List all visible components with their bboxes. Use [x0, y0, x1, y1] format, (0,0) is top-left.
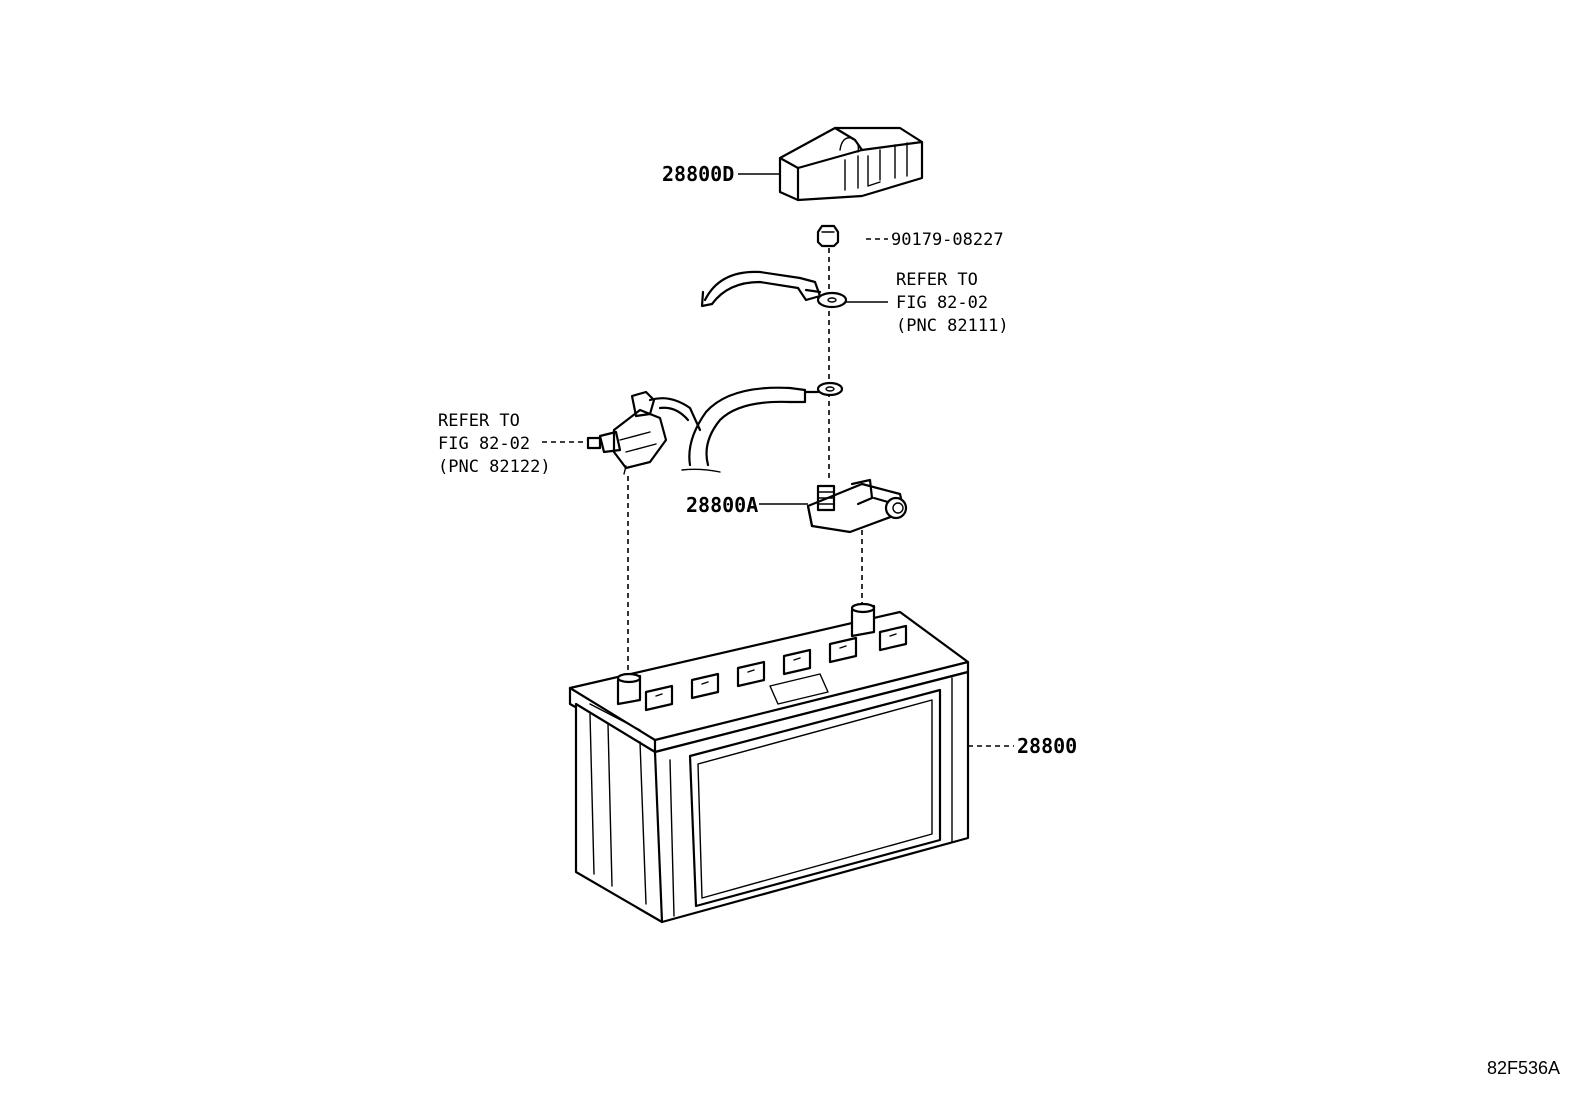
label-nut: 90179-08227: [891, 230, 1004, 250]
terminal-cover: [778, 126, 924, 202]
label-battery: 28800: [1017, 734, 1077, 758]
ref-left-line2: FIG 82-02: [438, 434, 530, 454]
battery: [568, 602, 970, 924]
lower-cable: [648, 381, 844, 473]
label-terminal-clamp: 28800A: [686, 493, 758, 517]
cell-caps: [644, 624, 908, 712]
nut: [816, 224, 840, 248]
ref-left-line3: (PNC 82122): [438, 457, 551, 477]
figure-code: 82F536A: [1487, 1058, 1560, 1078]
upper-cable: [700, 270, 848, 309]
ref-right-line1: REFER TO: [896, 270, 978, 290]
terminal-clamp: [806, 478, 908, 534]
ref-right-line2: FIG 82-02: [896, 293, 988, 313]
ref-left-line1: REFER TO: [438, 411, 520, 431]
label-cover: 28800D: [662, 162, 734, 186]
left-terminal-clamp: [586, 390, 668, 475]
ref-right-line3: (PNC 82111): [896, 316, 1009, 336]
